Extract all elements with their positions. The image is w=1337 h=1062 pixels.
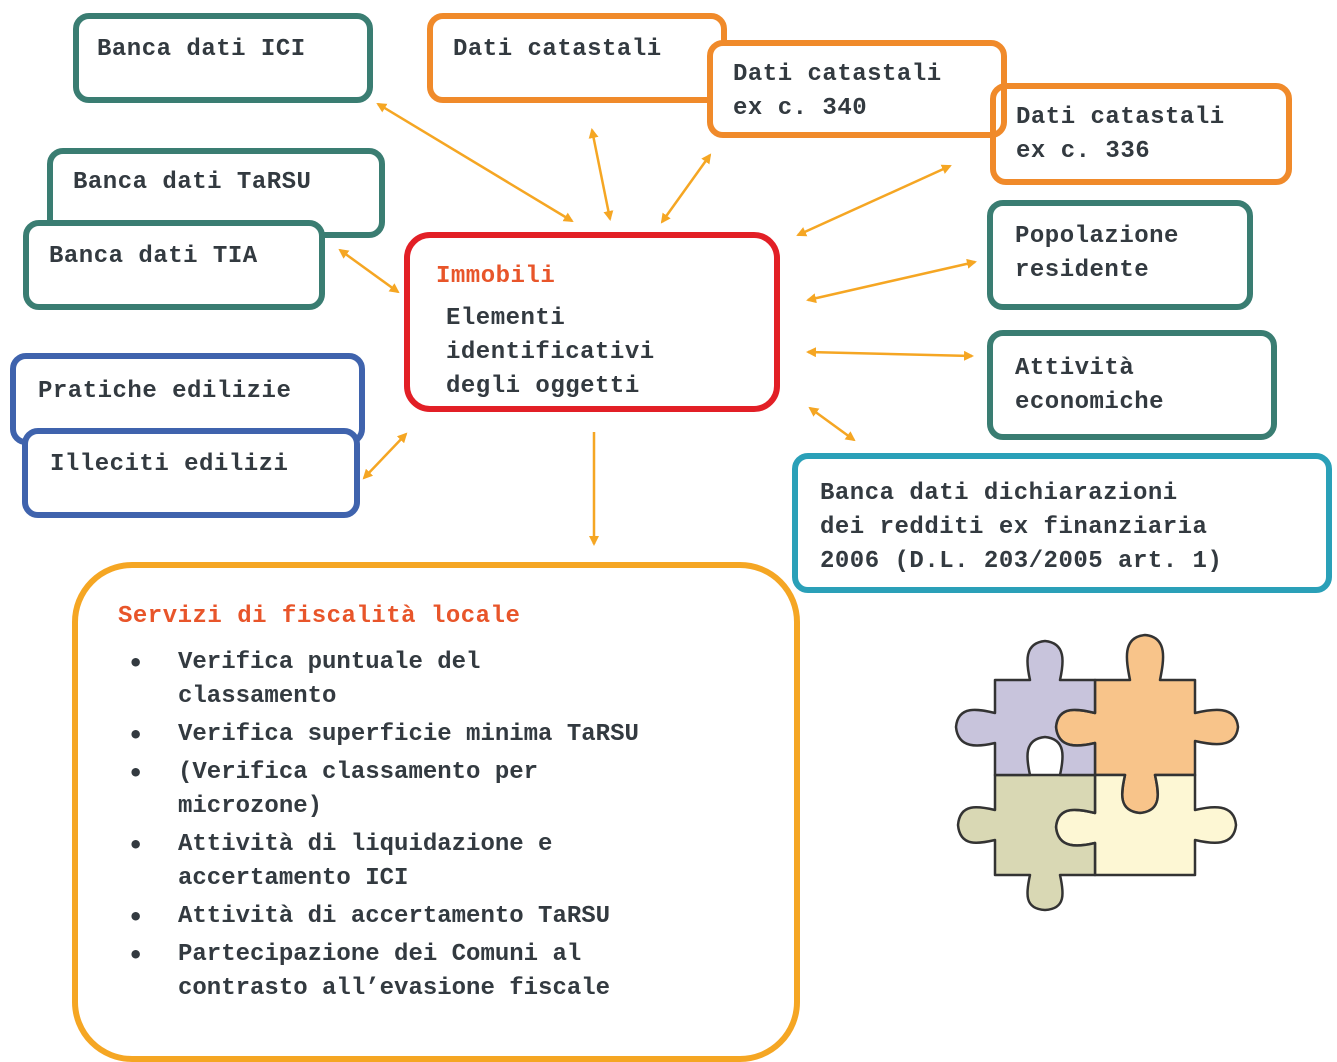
label-dati-catastali: Dati catastali [453, 36, 662, 63]
label-attivita-economiche: Attività economiche [1015, 355, 1165, 416]
servizi-item: (Verifica classamento per microzone) [122, 756, 782, 824]
label-banca-dati-tia: Banca dati TIA [49, 243, 258, 270]
immobili-description: Elementi identificativi degli oggetti [446, 305, 655, 400]
immobili-title: Immobili [436, 263, 556, 290]
arrow-tia [338, 248, 400, 294]
arrow-catastali340 [660, 153, 712, 224]
box-dati-catastali: Dati catastali [427, 13, 727, 103]
arrow-redditi [808, 406, 856, 442]
arrow-attivita [806, 347, 974, 361]
label-banca-dati-ici: Banca dati ICI [97, 36, 306, 63]
servizi-title: Servizi di fiscalità locale [118, 603, 521, 630]
arrow-ici [376, 102, 574, 223]
label-pratiche-edilizie: Pratiche edilizie [38, 378, 292, 405]
box-banca-dati-tia: Banca dati TIA [23, 220, 325, 310]
servizi-item: Attività di liquidazione e accertamento … [122, 828, 782, 896]
servizi-list: Verifica puntuale del classamento Verifi… [122, 646, 782, 1010]
box-banca-dati-redditi: Banca dati dichiarazioni dei redditi ex … [792, 453, 1332, 593]
servizi-item: Partecipazione dei Comuni al contrasto a… [122, 938, 782, 1006]
servizi-item: Attività di accertamento TaRSU [122, 900, 782, 934]
box-popolazione-residente: Popolazione residente [987, 200, 1253, 310]
label-banca-dati-tarsu: Banca dati TaRSU [73, 169, 312, 196]
box-banca-dati-ici: Banca dati ICI [73, 13, 373, 103]
arrow-catastali336 [796, 164, 952, 237]
arrow-popolazione [806, 258, 977, 304]
servizi-item: Verifica superficie minima TaRSU [122, 718, 782, 752]
puzzle-piece-lavender [954, 639, 1097, 777]
box-immobili: Immobili Elementi identificativi degli o… [404, 232, 780, 412]
arrow-catastali [588, 128, 614, 221]
label-illeciti-edilizi: Illeciti edilizi [50, 451, 289, 478]
box-illeciti-edilizi: Illeciti edilizi [22, 428, 360, 518]
arrow-illeciti [362, 432, 408, 480]
connector-arrows [338, 102, 977, 546]
puzzle-icon [954, 633, 1240, 912]
label-dati-catastali-336: Dati catastali ex c. 336 [1016, 104, 1225, 165]
label-dati-catastali-340: Dati catastali ex c. 340 [733, 61, 942, 122]
label-popolazione-residente: Popolazione residente [1015, 223, 1179, 284]
puzzle-piece-olive [956, 773, 1097, 912]
box-dati-catastali-340: Dati catastali ex c. 340 [707, 40, 1007, 138]
box-attivita-economiche: Attività economiche [987, 330, 1277, 440]
label-banca-dati-redditi: Banca dati dichiarazioni dei redditi ex … [820, 480, 1223, 575]
servizi-item: Verifica puntuale del classamento [122, 646, 782, 714]
box-dati-catastali-336: Dati catastali ex c. 336 [990, 83, 1292, 185]
box-servizi-fiscalita: Servizi di fiscalità locale Verifica pun… [72, 562, 800, 1062]
